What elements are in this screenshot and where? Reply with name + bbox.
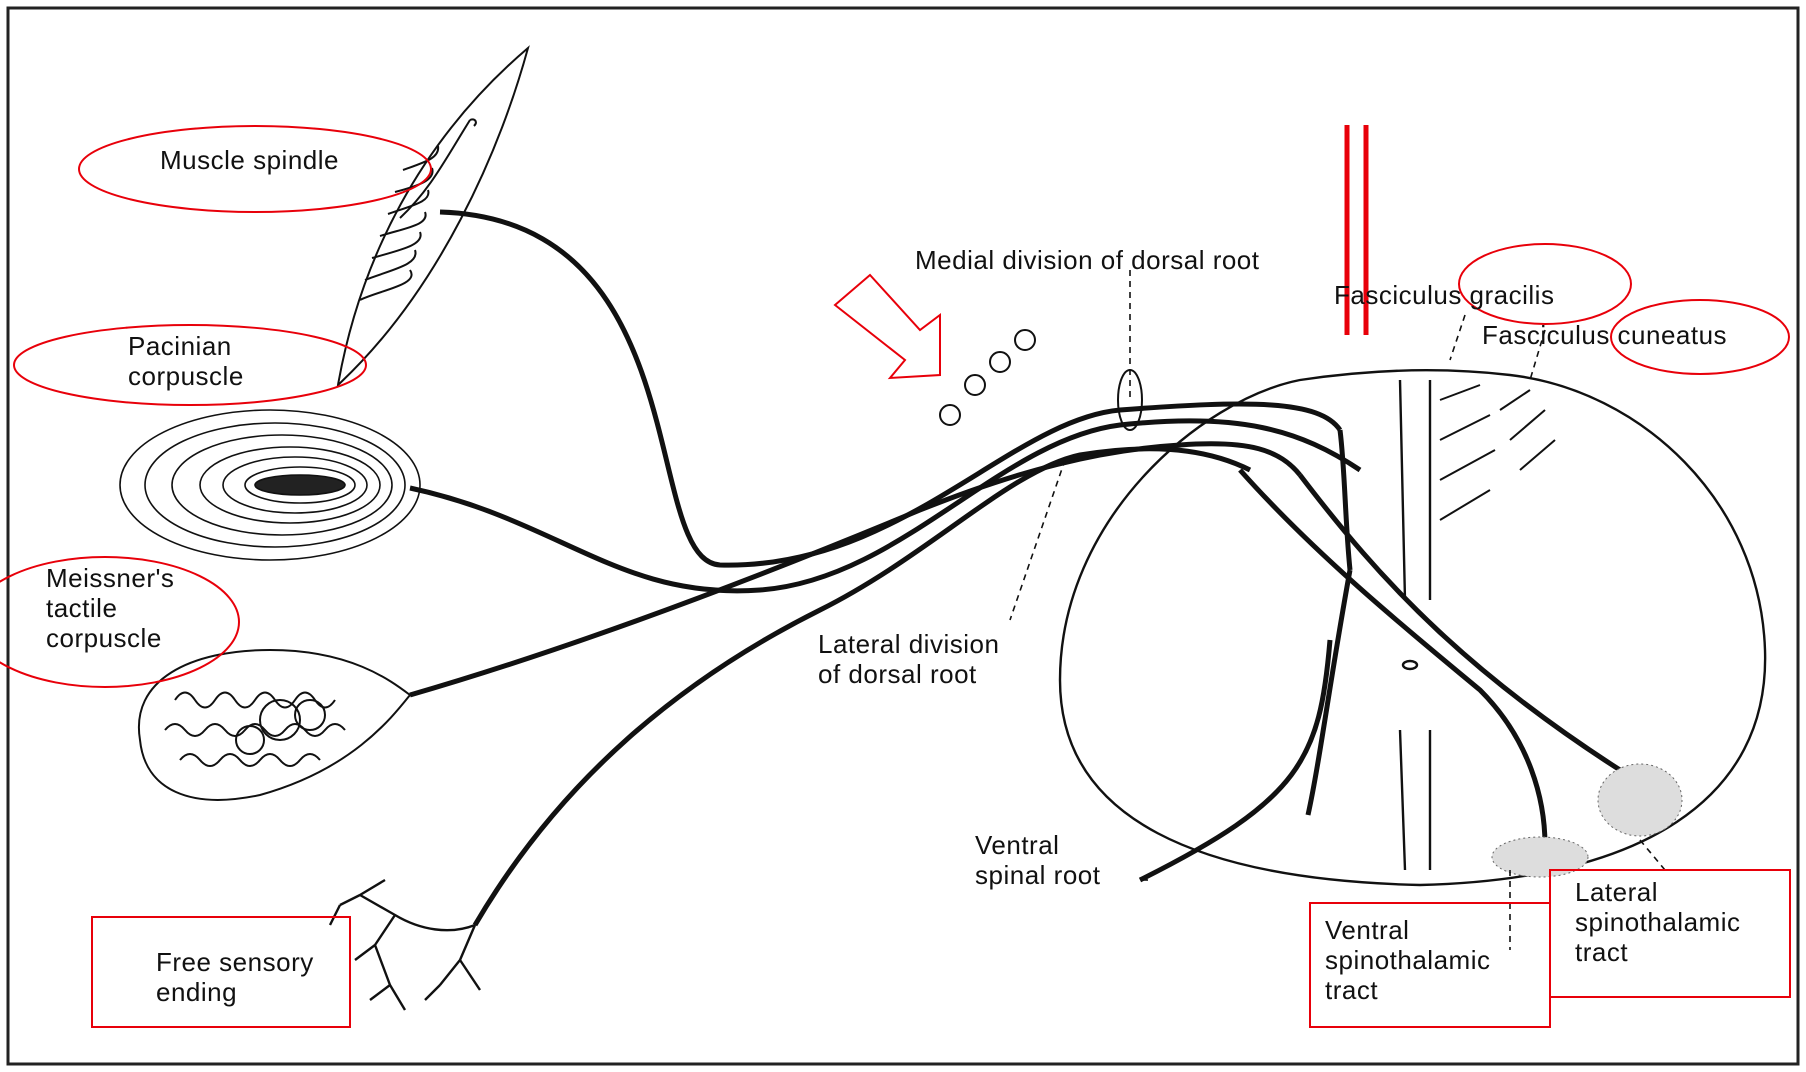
label-line: spinothalamic [1325, 945, 1490, 975]
label-line: tract [1325, 975, 1490, 1005]
label-line: Ventral [1325, 915, 1490, 945]
label-fasciculus-cuneatus: Fasciculus cuneatus [1482, 320, 1727, 350]
label-line: Lateral [1575, 877, 1740, 907]
spinothalamic-tract-areas [1492, 764, 1682, 877]
label-ventral-spinothalamic-tract: Ventral spinothalamic tract [1325, 915, 1490, 1005]
label-lateral-division: Lateral division of dorsal root [818, 629, 999, 689]
label-fasciculus-gracilis: Fasciculus gracilis [1334, 280, 1554, 310]
muscle-spindle-illustration [338, 48, 528, 385]
label-medial-division: Medial division of dorsal root [915, 245, 1260, 275]
medial-division-marker [1118, 370, 1142, 430]
label-free-sensory-ending: Free sensory ending [156, 947, 314, 1007]
pacinian-corpuscle-illustration [120, 410, 420, 560]
meissner-corpuscle-illustration [139, 650, 410, 800]
label-line: corpuscle [46, 623, 174, 653]
label-line: Lateral division [818, 629, 999, 659]
free-nerve-ending-illustration [330, 880, 480, 1010]
label-line: Ventral [975, 830, 1100, 860]
label-line: corpuscle [128, 361, 244, 391]
sensory-nerve-fibers [410, 212, 1660, 925]
label-line: tract [1575, 937, 1740, 967]
label-lateral-spinothalamic-tract: Lateral spinothalamic tract [1575, 877, 1740, 967]
label-line: Free sensory [156, 947, 314, 977]
red-annotations [0, 126, 1790, 1027]
label-pacinian-corpuscle: Pacinian corpuscle [128, 331, 244, 391]
ganglion-cells [940, 330, 1035, 425]
label-meissner-corpuscle: Meissner's tactile corpuscle [46, 563, 174, 653]
label-line: Pacinian [128, 331, 244, 361]
label-line: tactile [46, 593, 174, 623]
label-line: Meissner's [46, 563, 174, 593]
label-line: spinothalamic [1575, 907, 1740, 937]
dorsal-column-hatching [1440, 385, 1555, 520]
label-line: of dorsal root [818, 659, 999, 689]
label-line: ending [156, 977, 314, 1007]
label-line: spinal root [975, 860, 1100, 890]
label-muscle-spindle: Muscle spindle [160, 145, 339, 175]
label-ventral-spinal-root: Ventral spinal root [975, 830, 1100, 890]
